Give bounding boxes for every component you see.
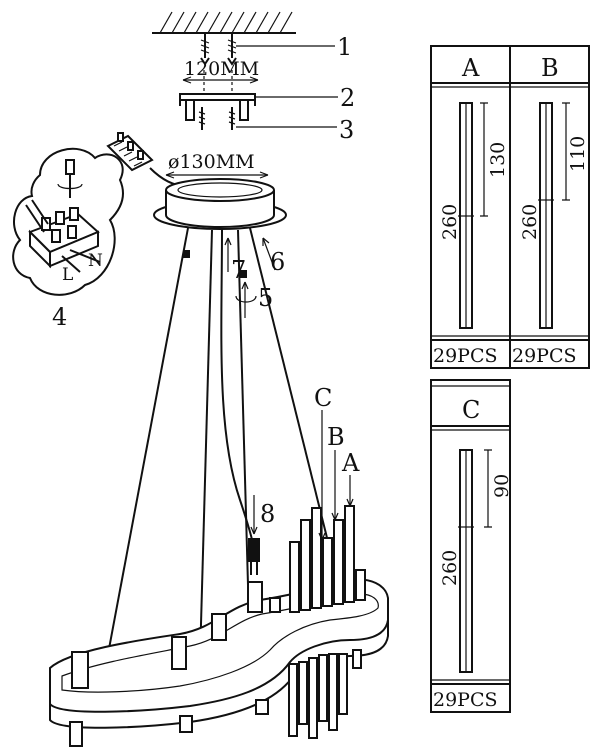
callout-1: 1: [337, 33, 352, 61]
arrow-6: [262, 237, 276, 271]
arrow-rod-a: [346, 475, 354, 507]
wall-anchor-right: [227, 34, 237, 66]
bracket-screws: [198, 107, 236, 130]
terminal-block: [106, 132, 154, 172]
canopy-diameter-dimension: [165, 171, 269, 179]
rod-c-total-length: 260: [439, 550, 461, 586]
wall-anchor-left: [200, 34, 210, 66]
spacing-dimension: [182, 70, 259, 95]
neutral-label: N: [88, 251, 103, 271]
rod-table: [430, 45, 590, 713]
callout-6: 6: [270, 248, 285, 276]
live-label: L: [62, 265, 73, 285]
mounting-bracket: [179, 93, 256, 121]
rod-b-section-length: 110: [567, 136, 589, 172]
callout-rod-a: A: [341, 449, 360, 477]
callout-2: 2: [340, 84, 355, 112]
callout-8: 8: [260, 500, 275, 528]
callout-4: 4: [52, 303, 67, 331]
rod-c-section-length: 90: [491, 474, 513, 498]
rod-a-label: A: [461, 54, 480, 82]
callout-rod-b: B: [327, 423, 345, 451]
callout-3: 3: [339, 116, 354, 144]
arrow-5: [235, 281, 257, 318]
rod-b-quantity: 29PCS: [512, 345, 577, 367]
rod-a-drawing: [458, 102, 488, 329]
rod-c-label: C: [462, 396, 480, 424]
rod-a-section-length: 130: [487, 142, 509, 178]
arrow-7: [224, 237, 232, 272]
wiring-detail-bubble: [12, 148, 124, 296]
rod-a-total-length: 260: [439, 204, 461, 240]
canopy: [153, 178, 287, 230]
rod-b-label: B: [541, 54, 559, 82]
rod-c-drawing: [458, 449, 492, 673]
suspension-cables: [101, 227, 336, 687]
ceiling: [152, 11, 296, 34]
rod-a-quantity: 29PCS: [433, 345, 498, 367]
arrow-rod-c: [318, 410, 326, 541]
rods-upper: [289, 505, 366, 613]
canopy-diameter-label: ø130MM: [168, 151, 255, 173]
rods-lower: [288, 649, 362, 739]
rod-b-total-length: 260: [519, 204, 541, 240]
spacing-label: 120MM: [184, 58, 259, 80]
arrow-rod-b: [331, 450, 339, 521]
callout-rod-c: C: [314, 384, 332, 412]
rod-b-drawing: [538, 102, 570, 329]
callout-7: 7: [231, 256, 246, 284]
callout-5: 5: [258, 284, 273, 312]
rod-c-quantity: 29PCS: [433, 689, 498, 711]
g9-bulb: [248, 495, 260, 575]
